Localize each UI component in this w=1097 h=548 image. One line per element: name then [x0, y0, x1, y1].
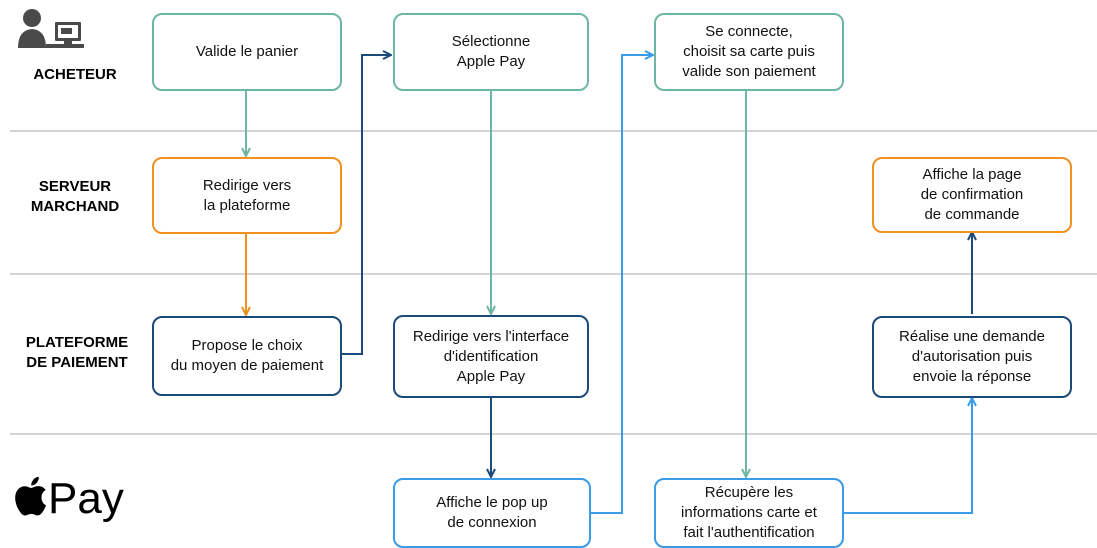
step-text: de connexion [447, 514, 537, 531]
lane-label-acheteur: ACHETEUR [33, 66, 117, 83]
step-text: envoie la réponse [912, 368, 1032, 385]
apple-pay-text: Pay [48, 474, 124, 523]
step-realise-demande: Réalise une demande d'autorisation puis … [872, 316, 1072, 398]
step-text: Redirige vers l'interface [412, 327, 570, 345]
step-text: Se connecte, [705, 23, 793, 40]
step-text: Apple Pay [456, 53, 526, 70]
step-propose-choix: Propose le choix du moyen de paiement [152, 316, 342, 396]
step-selectionne-apple-pay: Sélectionne Apple Pay [393, 13, 589, 91]
step-text: d'identification [443, 347, 539, 365]
step-text: Valide le panier [195, 43, 299, 60]
step-text: Affiche la page [922, 166, 1022, 183]
lane-label-plateforme-paiement: PLATEFORME DE PAIEMENT [25, 334, 129, 371]
step-text: Réalise une demande [899, 328, 1045, 345]
step-text: Affiche le pop up [436, 494, 548, 511]
step-text: informations carte et [681, 504, 817, 521]
step-text: d'autorisation puis [911, 348, 1033, 365]
step-recupere-infos: Récupère les informations carte et fait … [654, 478, 844, 548]
step-text: de confirmation [920, 186, 1024, 203]
flow-arrow-popup-to-connecte [591, 55, 652, 514]
step-text: valide son paiement [682, 63, 816, 80]
step-valide-panier: Valide le panier [152, 13, 342, 91]
step-text: de commande [924, 206, 1020, 223]
flow-arrow-recupere-to-realise [844, 399, 972, 514]
step-text: fait l'authentification [683, 524, 815, 541]
step-affiche-popup: Affiche le pop up de connexion [393, 478, 591, 548]
buyer-computer-icon [18, 9, 84, 48]
step-text: Sélectionne [451, 33, 531, 50]
step-text: du moyen de paiement [170, 357, 324, 374]
step-text: la plateforme [203, 196, 291, 214]
step-redirige-plateforme: Redirige vers la plateforme [152, 157, 342, 234]
lane-label-serveur-marchand: SERVEUR MARCHAND [30, 178, 120, 215]
step-text: Apple Pay [456, 367, 526, 385]
step-se-connecte: Se connecte, choisit sa carte puis valid… [654, 13, 844, 91]
step-text: Redirige vers [202, 176, 292, 194]
apple-logo-icon [15, 476, 46, 516]
flow-arrow-propose-to-selectionne [342, 55, 390, 355]
step-redirige-interface: Redirige vers l'interface d'identificati… [393, 315, 589, 398]
step-text: Propose le choix [191, 337, 303, 354]
step-text: Récupère les [704, 484, 794, 501]
step-affiche-confirmation: Affiche la page de confirmation de comma… [872, 157, 1072, 233]
step-text: choisit sa carte puis [683, 43, 815, 60]
apple-pay-logo: Pay [14, 474, 124, 524]
